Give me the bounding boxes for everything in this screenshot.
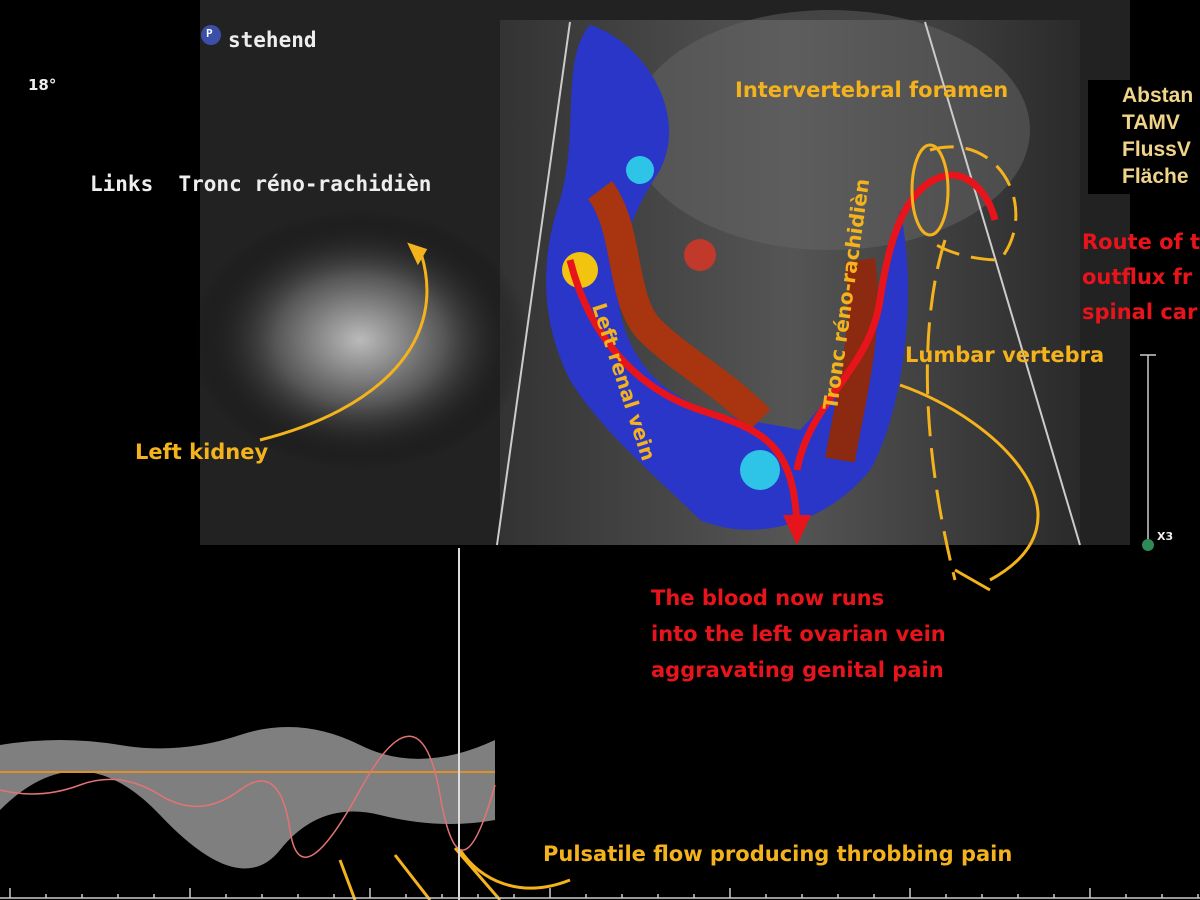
measurement-item: FlussV	[1122, 138, 1191, 161]
measurement-item: TAMV	[1122, 111, 1180, 134]
scan-label: Links Tronc réno-rachidièn	[90, 172, 432, 196]
label-blood: The blood now runs into the left ovarian…	[651, 580, 946, 688]
measurement-item: Fläche	[1122, 165, 1189, 188]
label-pulsatile: Pulsatile flow producing throbbing pain	[543, 842, 1013, 866]
spectral-doppler	[0, 548, 496, 900]
time-axis-ticks	[0, 888, 1200, 899]
angle-label: 18°	[28, 76, 57, 94]
blood-line: The blood now runs	[651, 586, 885, 610]
blood-line: into the left ovarian vein	[651, 622, 946, 646]
route-line: outflux fr	[1082, 265, 1193, 289]
label-intervertebral-foramen: Intervertebral foramen	[735, 78, 1009, 102]
scale-marker-label: X3	[1157, 530, 1174, 543]
measurement-panel: Abstan TAMV FlussV Fläche	[1088, 80, 1200, 194]
route-line: spinal car	[1082, 300, 1198, 324]
blood-line: aggravating genital pain	[651, 658, 944, 682]
probe-badge-icon	[201, 25, 221, 45]
flow-arrow-renal	[566, 259, 801, 531]
annotation-arrows	[259, 143, 1040, 900]
position-label: stehend	[228, 28, 317, 52]
kidney-echo	[190, 210, 530, 470]
label-route: Route of t outflux fr spinal car	[1082, 225, 1200, 330]
scale-marker-icon	[1142, 539, 1154, 551]
route-line: Route of t	[1082, 230, 1200, 254]
label-left-kidney: Left kidney	[135, 440, 269, 464]
label-lumbar-vertebra: Lumbar vertebra	[905, 343, 1105, 367]
flow-arrow-tronc	[793, 171, 999, 471]
measurement-item: Abstan	[1122, 84, 1194, 107]
mode-badge: P	[206, 27, 213, 40]
